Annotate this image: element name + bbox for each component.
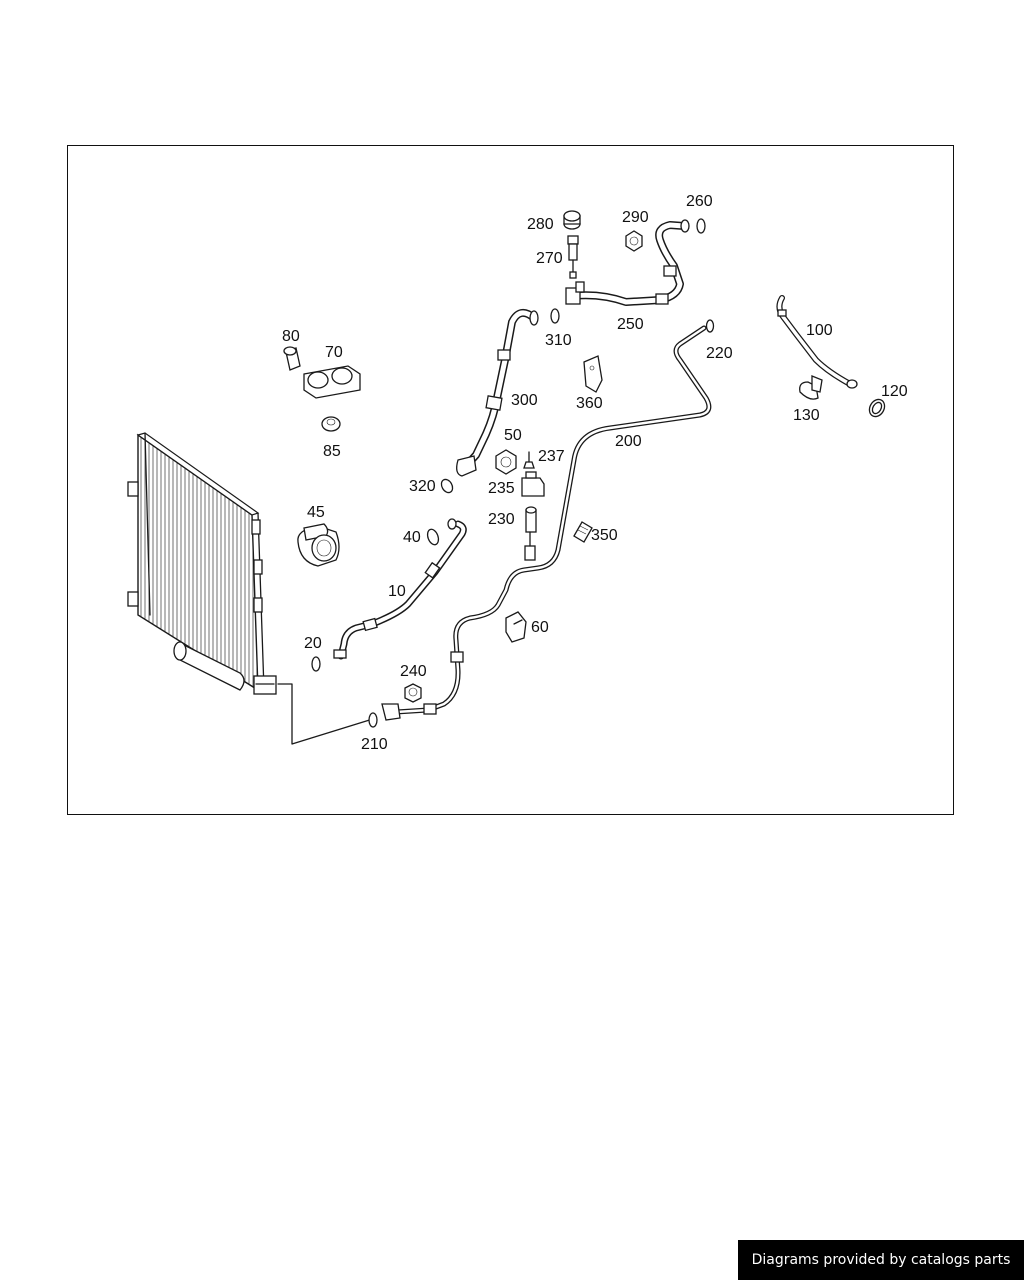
- label-290: 290: [622, 209, 649, 226]
- condenser: [127, 432, 277, 695]
- label-40: 40: [403, 529, 421, 546]
- seal-310: [550, 308, 560, 324]
- part-230-valve: [524, 506, 537, 561]
- label-130: 130: [793, 407, 820, 424]
- label-70: 70: [325, 344, 343, 361]
- label-260: 260: [686, 193, 713, 210]
- label-300: 300: [511, 392, 538, 409]
- label-350: 350: [591, 527, 618, 544]
- label-310: 310: [545, 332, 572, 349]
- label-60: 60: [531, 619, 549, 636]
- part-350-damper: [573, 521, 593, 543]
- label-85: 85: [323, 443, 341, 460]
- label-240: 240: [400, 663, 427, 680]
- part-80-plug: [283, 346, 301, 371]
- label-210: 210: [361, 736, 388, 753]
- label-45: 45: [307, 504, 325, 521]
- part-290-nut: [625, 230, 643, 252]
- label-360: 360: [576, 395, 603, 412]
- part-50-nut: [495, 449, 517, 475]
- label-80: 80: [282, 328, 300, 345]
- part-240-nut: [404, 683, 422, 703]
- pipe-10: [333, 518, 467, 660]
- label-220: 220: [706, 345, 733, 362]
- label-235: 235: [488, 480, 515, 497]
- seal-320: [440, 478, 454, 494]
- label-237: 237: [538, 448, 565, 465]
- footer-banner: Diagrams provided by catalogs parts: [738, 1240, 1024, 1280]
- label-280: 280: [527, 216, 554, 233]
- label-20: 20: [304, 635, 322, 652]
- seal-260: [696, 218, 706, 234]
- seal-20: [311, 656, 321, 672]
- leader-line-210: [277, 683, 377, 745]
- part-360-bracket: [583, 355, 603, 393]
- part-237-cap: [523, 451, 535, 469]
- part-130-clip: [799, 375, 823, 400]
- pipe-250: [565, 219, 690, 306]
- label-50: 50: [504, 427, 522, 444]
- o-rings: [311, 218, 886, 728]
- part-280-cap: [563, 210, 581, 230]
- pipe-200: [381, 325, 712, 721]
- label-10: 10: [388, 583, 406, 600]
- callout-labels: 10 20 40 45 50 60 70 80 85 100 120 130 2…: [282, 193, 908, 753]
- label-120: 120: [881, 383, 908, 400]
- part-45-bracket: [297, 523, 340, 567]
- part-85-nut: [321, 416, 341, 432]
- seal-210: [368, 712, 378, 728]
- diagram-frame: [67, 145, 954, 815]
- label-100: 100: [806, 322, 833, 339]
- part-70-valve-block: [303, 365, 361, 399]
- label-200: 200: [615, 433, 642, 450]
- part-60-clip: [505, 611, 527, 643]
- seal-220: [705, 319, 715, 333]
- label-250: 250: [617, 316, 644, 333]
- seal-40: [426, 528, 440, 546]
- pipe-100: [776, 295, 858, 389]
- part-235-switch: [521, 471, 545, 497]
- label-270: 270: [536, 250, 563, 267]
- part-270-valve-core: [567, 235, 579, 279]
- label-230: 230: [488, 511, 515, 528]
- label-320: 320: [409, 478, 436, 495]
- pipe-300: [456, 308, 539, 477]
